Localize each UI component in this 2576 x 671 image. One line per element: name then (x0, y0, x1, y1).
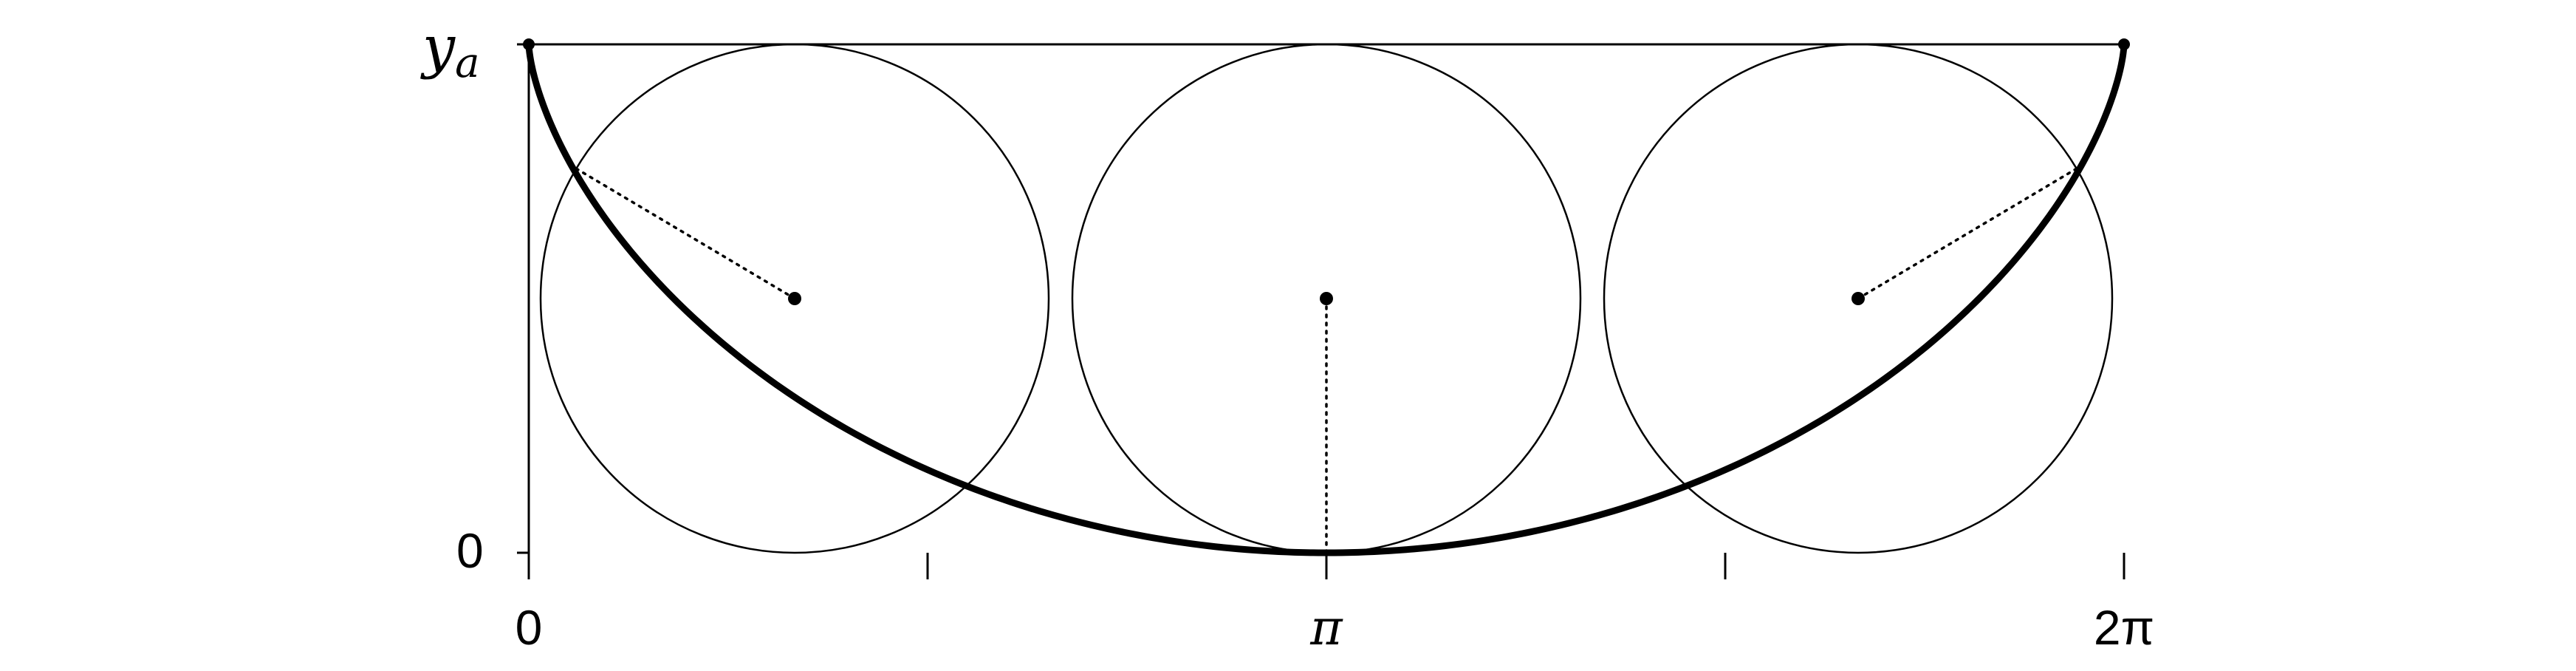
circle-right (1603, 43, 2114, 554)
cycloid-curve (525, 41, 2128, 556)
endpoint-dot-left (523, 38, 535, 50)
x-tick-label-2pi: 2π (2094, 600, 2154, 655)
center-dot-center (1320, 292, 1333, 305)
center-dot-left (788, 292, 801, 305)
x-tick-label-pi: π (1309, 599, 1343, 656)
endpoint-dot-right (2118, 38, 2130, 50)
circle-left (539, 43, 1050, 554)
y-axis-top-label: ya (420, 14, 479, 87)
center-dot-right (1852, 292, 1865, 305)
y-axis-bottom-label: 0 (456, 523, 484, 578)
radius-right (1857, 167, 2078, 300)
radius-left (575, 167, 796, 300)
x-tick-label-0: 0 (515, 600, 543, 655)
